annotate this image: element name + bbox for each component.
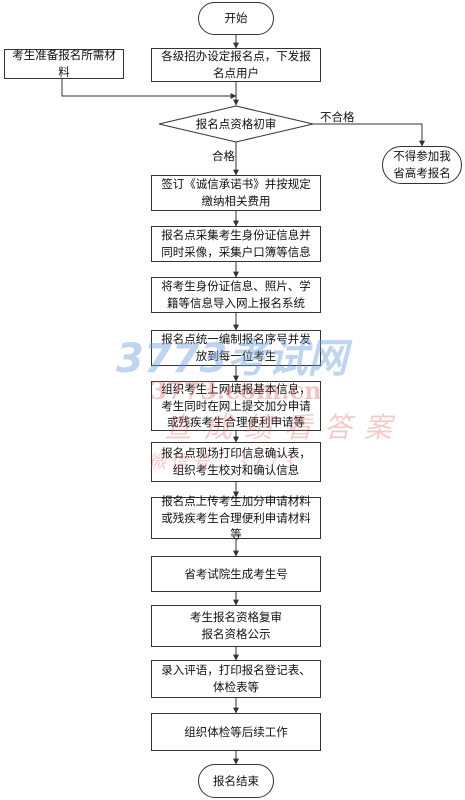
pass-label: 合格 (212, 149, 235, 163)
reject-node: 不得参加我省高考报名 (382, 146, 462, 184)
step4-node: 将考生身份证信息、照片、学籍等信息导入网上报名系统 (151, 277, 321, 313)
step3-node: 报名点采集考生身份证信息并同时采像，采集户口簿等信息 (151, 226, 321, 262)
step2-node: 签订《诚信承诺书》并按规定缴纳相关费用 (151, 175, 321, 211)
end-node: 报名结束 (198, 764, 274, 798)
arrow-check-reject (313, 123, 425, 147)
watermark-wechat: 微信号：3773 (148, 452, 298, 473)
watermark-slogan: 查成绩看答案 (164, 411, 405, 444)
step1-node: 各级招办设定报名点，下发报名点用户 (151, 48, 321, 82)
step10-node: 考生报名资格复审 报名资格公示 (151, 605, 321, 647)
watermark-code: 3773.com.cn (150, 376, 322, 405)
material-node: 考生准备报名所需材料 (4, 48, 124, 79)
step11-node: 录入评语，打印报名登记表、体检表等 (151, 660, 321, 698)
start-node: 开始 (198, 2, 274, 35)
watermark-brand: 3773考试网 (116, 336, 348, 382)
check-node: 报名点资格初审 (195, 117, 277, 131)
step9-node: 省考试院生成考生号 (151, 556, 321, 592)
step5-node: 报名点统一编制报名序号并发放到每一位考生 (151, 330, 321, 366)
step8-node: 报名点上传考生加分申请材料或残疾考生合理便利申请材料等 (151, 494, 321, 541)
step6-node: 组织考生上网填报基本信息，考生同时在网上提交加分申请或残疾考生合理便利申请等 (151, 381, 321, 431)
step7-node: 报名点现场打印信息确认表，组织考生校对和确认信息 (151, 442, 321, 482)
step12-node: 组织体检等后续工作 (151, 713, 321, 751)
arrow-material-merge (61, 79, 237, 99)
fail-label: 不合格 (320, 110, 355, 124)
